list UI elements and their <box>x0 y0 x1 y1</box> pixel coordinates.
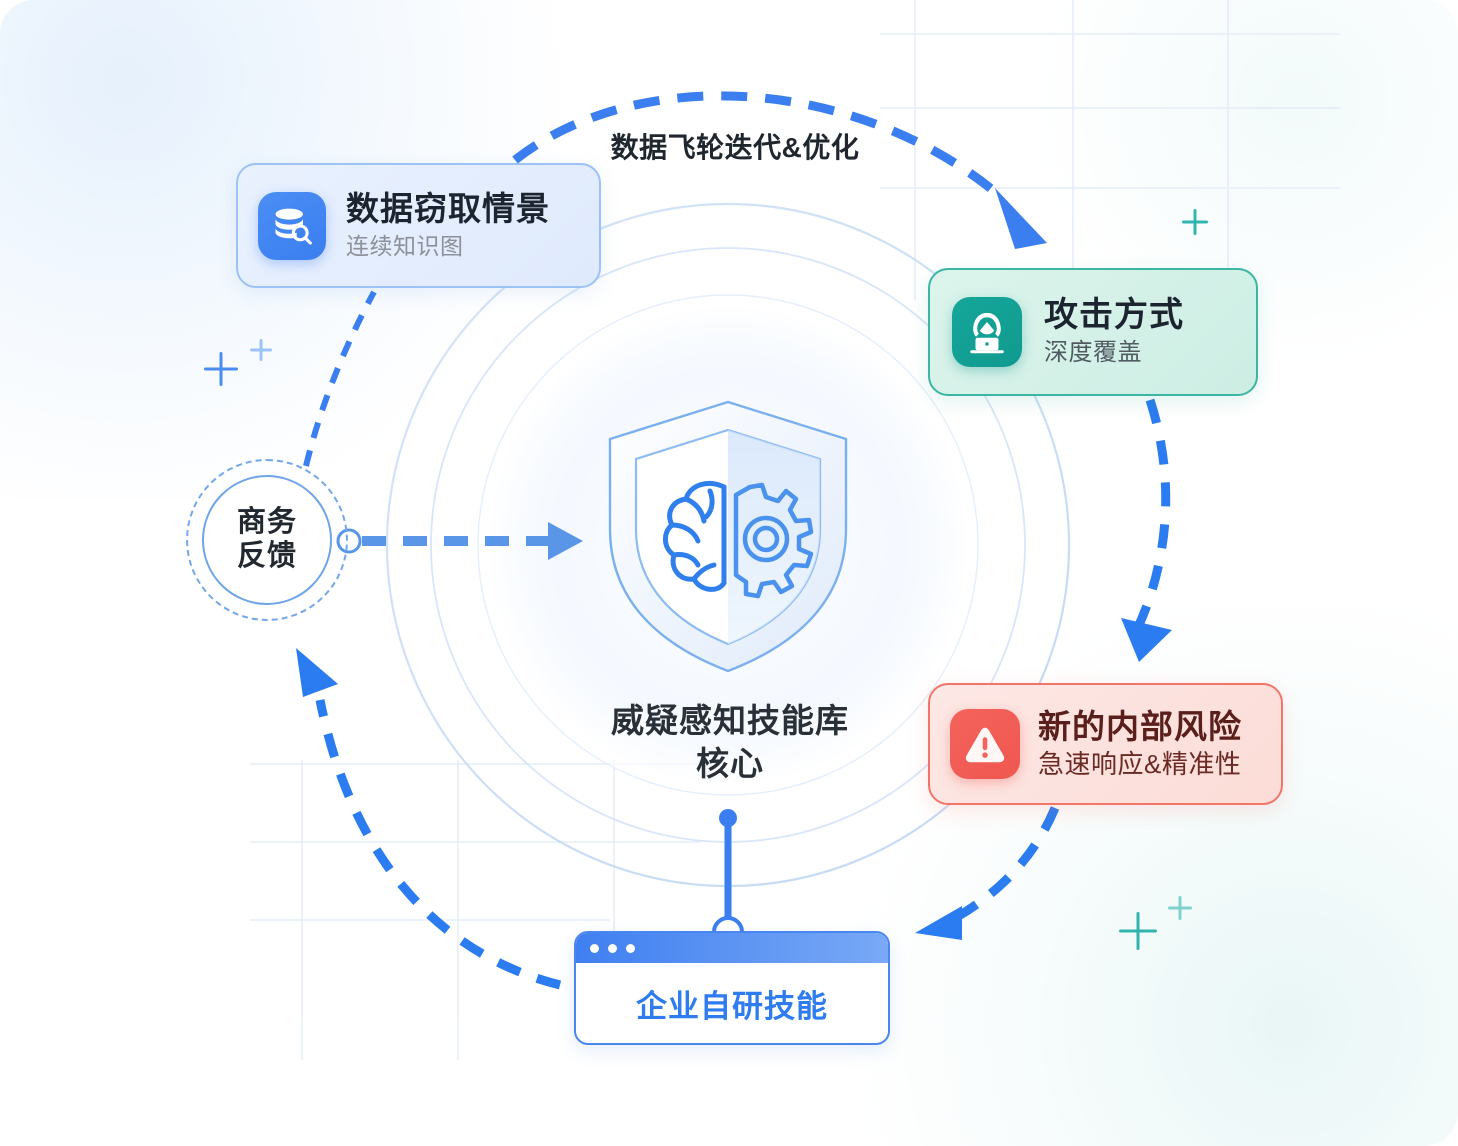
core-label-line2: 核心 <box>696 744 764 782</box>
card-internal-risk-texts: 新的内部风险 急速响应&精准性 <box>1038 708 1242 780</box>
card-enterprise-skill[interactable]: 企业自研技能 <box>574 931 890 1045</box>
core-label-line1: 威疑感知技能库 <box>611 702 849 739</box>
database-search-icon <box>258 191 326 260</box>
card-enterprise-skill-body: 企业自研技能 <box>576 963 888 1043</box>
arrow-risk-to-browser <box>915 806 1060 940</box>
browser-dot <box>608 943 617 953</box>
shield-brain-gear-icon <box>608 400 848 673</box>
browser-dot <box>590 943 599 953</box>
arrow-attack-to-risk <box>1121 398 1172 662</box>
card-attack-method-title: 攻击方式 <box>1044 295 1184 334</box>
card-data-theft[interactable]: 数据窃取情景 连续知识图 <box>236 163 601 288</box>
browser-window-icon <box>576 933 888 963</box>
flow-label: 数据飞轮迭代&优化 <box>610 132 860 163</box>
connector-core-to-browser <box>712 809 744 948</box>
card-attack-method[interactable]: 攻击方式 深度覆盖 <box>928 268 1258 396</box>
card-attack-method-subtitle: 深度覆盖 <box>1044 339 1142 367</box>
card-data-theft-subtitle: 连续知识图 <box>346 233 464 260</box>
browser-dot <box>626 943 635 953</box>
card-internal-risk-subtitle: 急速响应&精准性 <box>1038 749 1242 780</box>
card-enterprise-skill-label: 企业自研技能 <box>636 988 828 1024</box>
arrow-browser-to-feedback <box>296 648 562 990</box>
background-grid <box>250 0 1340 1060</box>
core-label: 威疑感知技能库 核心 <box>560 700 900 786</box>
card-data-theft-texts: 数据窃取情景 连续知识图 <box>346 190 550 261</box>
warning-triangle-icon <box>950 709 1020 779</box>
card-internal-risk[interactable]: 新的内部风险 急速响应&精准性 <box>928 683 1283 805</box>
connector-feedback-to-data-card <box>303 290 377 467</box>
feedback-label-line2: 反馈 <box>236 540 297 572</box>
arrow-flywheel-top <box>512 91 1047 249</box>
feedback-inner-circle: 商务 反馈 <box>202 475 332 605</box>
card-internal-risk-title: 新的内部风险 <box>1038 707 1242 745</box>
feedback-dashed-ring <box>186 459 348 621</box>
card-data-theft-title: 数据窃取情景 <box>346 190 550 228</box>
node-business-feedback[interactable]: 商务 反馈 <box>186 459 348 621</box>
card-attack-method-texts: 攻击方式 深度覆盖 <box>1044 296 1184 368</box>
hacker-icon <box>952 297 1022 367</box>
feedback-label-line1: 商务 <box>236 506 297 539</box>
